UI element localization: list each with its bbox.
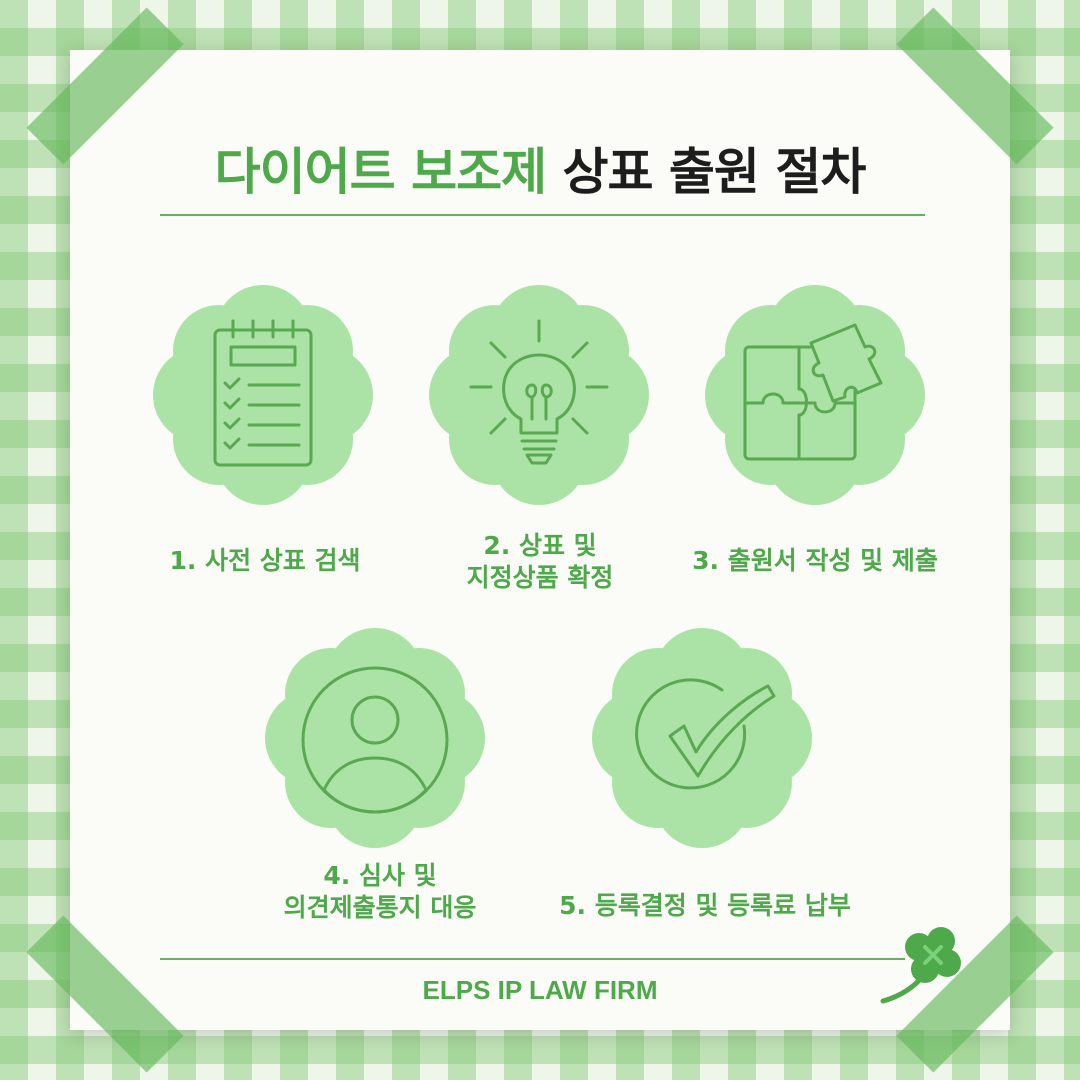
step-label: 5. 등록결정 및 등록료 납부	[559, 891, 851, 920]
clover-icon	[880, 927, 961, 1004]
step-4	[265, 628, 485, 848]
check-circle-icon	[592, 628, 812, 848]
checklist-icon	[153, 285, 373, 505]
step-1	[153, 285, 373, 505]
lightbulb-icon	[429, 285, 649, 505]
step-label: 1. 사전 상표 검색	[169, 546, 361, 575]
step-3	[705, 285, 925, 505]
footer-brand: ELPS IP LAW FIRM	[422, 975, 658, 1005]
step-label: 2. 상표 및 지정상품 확정	[466, 531, 614, 592]
step-5	[592, 628, 812, 848]
title-highlight: 다이어트 보조제	[214, 143, 547, 201]
user-icon	[265, 628, 485, 848]
divider	[160, 214, 925, 216]
step-label: 4. 심사 및 의견제출통지 대응	[283, 861, 477, 922]
step-2	[429, 285, 649, 505]
puzzle-icon	[705, 285, 925, 505]
title-rest: 상표 출원 절차	[562, 143, 867, 201]
divider	[160, 958, 905, 960]
step-label: 3. 출원서 작성 및 제출	[692, 546, 938, 575]
card	[70, 50, 1010, 1030]
page-title: 다이어트 보조제 상표 출원 절차	[0, 140, 1080, 204]
